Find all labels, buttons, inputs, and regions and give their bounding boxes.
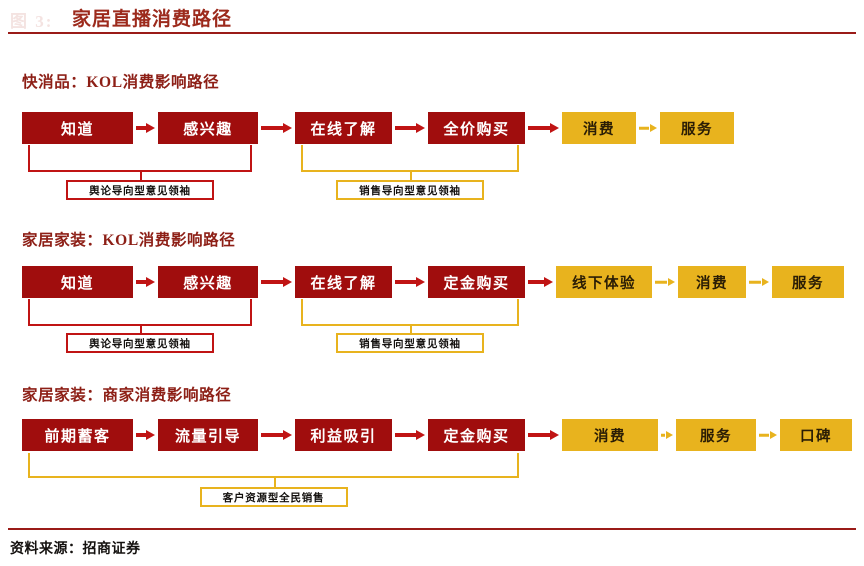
arrow-head-icon <box>668 278 675 286</box>
arrow-head-icon <box>146 277 155 287</box>
arrow-shaft <box>528 433 551 437</box>
bracket-stem <box>273 478 276 487</box>
page-title: 家居直播消费路径 <box>72 9 233 30</box>
arrow-head-icon <box>283 277 292 287</box>
arrow-head-icon <box>550 123 559 133</box>
flow-node-r3-7[interactable]: 口碑 <box>780 419 852 451</box>
header-divider <box>8 32 856 34</box>
arrow-shaft <box>136 126 147 130</box>
bracket-stem <box>410 172 412 180</box>
flow-node-r2-7[interactable]: 服务 <box>772 266 844 298</box>
arrow-shaft <box>528 280 545 284</box>
flow-node-r3-1[interactable]: 前期蓄客 <box>22 419 133 451</box>
bracket-label-r1-2: 销售导向型意见领袖 <box>336 180 484 200</box>
arrow-head-icon <box>550 430 559 440</box>
flow-node-r1-3[interactable]: 在线了解 <box>295 112 392 144</box>
flow-node-r2-4[interactable]: 定金购买 <box>428 266 525 298</box>
flow-node-r3-6[interactable]: 服务 <box>676 419 756 451</box>
flow-node-r1-5[interactable]: 消费 <box>562 112 636 144</box>
arrow-head-icon <box>770 431 777 439</box>
arrow-shaft <box>136 280 147 284</box>
arrow-head-icon <box>544 277 553 287</box>
arrow-head-icon <box>416 277 425 287</box>
flow-node-r1-2[interactable]: 感兴趣 <box>158 112 258 144</box>
bracket-stem <box>410 326 412 333</box>
bracket-label-r3-1: 客户资源型全民销售 <box>199 487 348 507</box>
bracket-label-r2-2: 销售导向型意见领袖 <box>336 333 484 353</box>
arrow-shaft <box>395 126 417 130</box>
flow-bracket-r2-1 <box>28 299 252 326</box>
flow-node-r1-1[interactable]: 知道 <box>22 112 133 144</box>
flow-node-r2-3[interactable]: 在线了解 <box>295 266 392 298</box>
flow-node-r2-2[interactable]: 感兴趣 <box>158 266 258 298</box>
arrow-shaft <box>655 280 667 284</box>
arrow-head-icon <box>650 124 657 132</box>
arrow-head-icon <box>416 123 425 133</box>
arrow-shaft <box>759 433 769 437</box>
arrow-head-icon <box>666 431 673 439</box>
flow-node-r2-6[interactable]: 消费 <box>678 266 746 298</box>
bracket-stem <box>140 172 142 180</box>
flow-node-r3-2[interactable]: 流量引导 <box>158 419 258 451</box>
arrow-shaft <box>639 126 649 130</box>
arrow-shaft <box>395 433 417 437</box>
flow-bracket-r2-2 <box>301 299 519 326</box>
flow-node-r3-4[interactable]: 定金购买 <box>428 419 525 451</box>
arrow-shaft <box>261 280 284 284</box>
flow-node-r1-6[interactable]: 服务 <box>660 112 734 144</box>
section-heading-1: 快消品：KOL消费影响路径 <box>22 74 220 91</box>
flow-bracket-r3-1 <box>28 453 519 478</box>
arrow-head-icon <box>762 278 769 286</box>
source-note: 资料来源：招商证券 <box>10 542 141 557</box>
arrow-shaft <box>749 280 761 284</box>
arrow-shaft <box>661 433 665 437</box>
arrow-shaft <box>136 433 147 437</box>
section-heading-3: 家居家装：商家消费影响路径 <box>22 387 232 404</box>
arrow-head-icon <box>283 123 292 133</box>
bracket-label-r2-1: 舆论导向型意见领袖 <box>66 333 214 353</box>
arrow-shaft <box>528 126 551 130</box>
flow-node-r2-5[interactable]: 线下体验 <box>556 266 652 298</box>
flow-node-r2-1[interactable]: 知道 <box>22 266 133 298</box>
arrow-shaft <box>261 126 284 130</box>
flow-node-r1-4[interactable]: 全价购买 <box>428 112 525 144</box>
flow-node-r3-3[interactable]: 利益吸引 <box>295 419 392 451</box>
flow-node-r3-5[interactable]: 消费 <box>562 419 658 451</box>
bracket-label-r1-1: 舆论导向型意见领袖 <box>66 180 214 200</box>
flow-bracket-r1-2 <box>301 145 519 172</box>
arrow-head-icon <box>146 430 155 440</box>
flow-bracket-r1-1 <box>28 145 252 172</box>
footer-divider <box>8 528 856 530</box>
arrow-head-icon <box>146 123 155 133</box>
arrow-shaft <box>261 433 284 437</box>
bracket-stem <box>140 326 142 333</box>
arrow-head-icon <box>416 430 425 440</box>
figure-index-label: 图 3: <box>10 12 54 31</box>
figure-header: 图 3: 家居直播消费路径 <box>0 0 864 36</box>
section-heading-2: 家居家装：KOL消费影响路径 <box>22 232 236 249</box>
arrow-head-icon <box>283 430 292 440</box>
arrow-shaft <box>395 280 417 284</box>
